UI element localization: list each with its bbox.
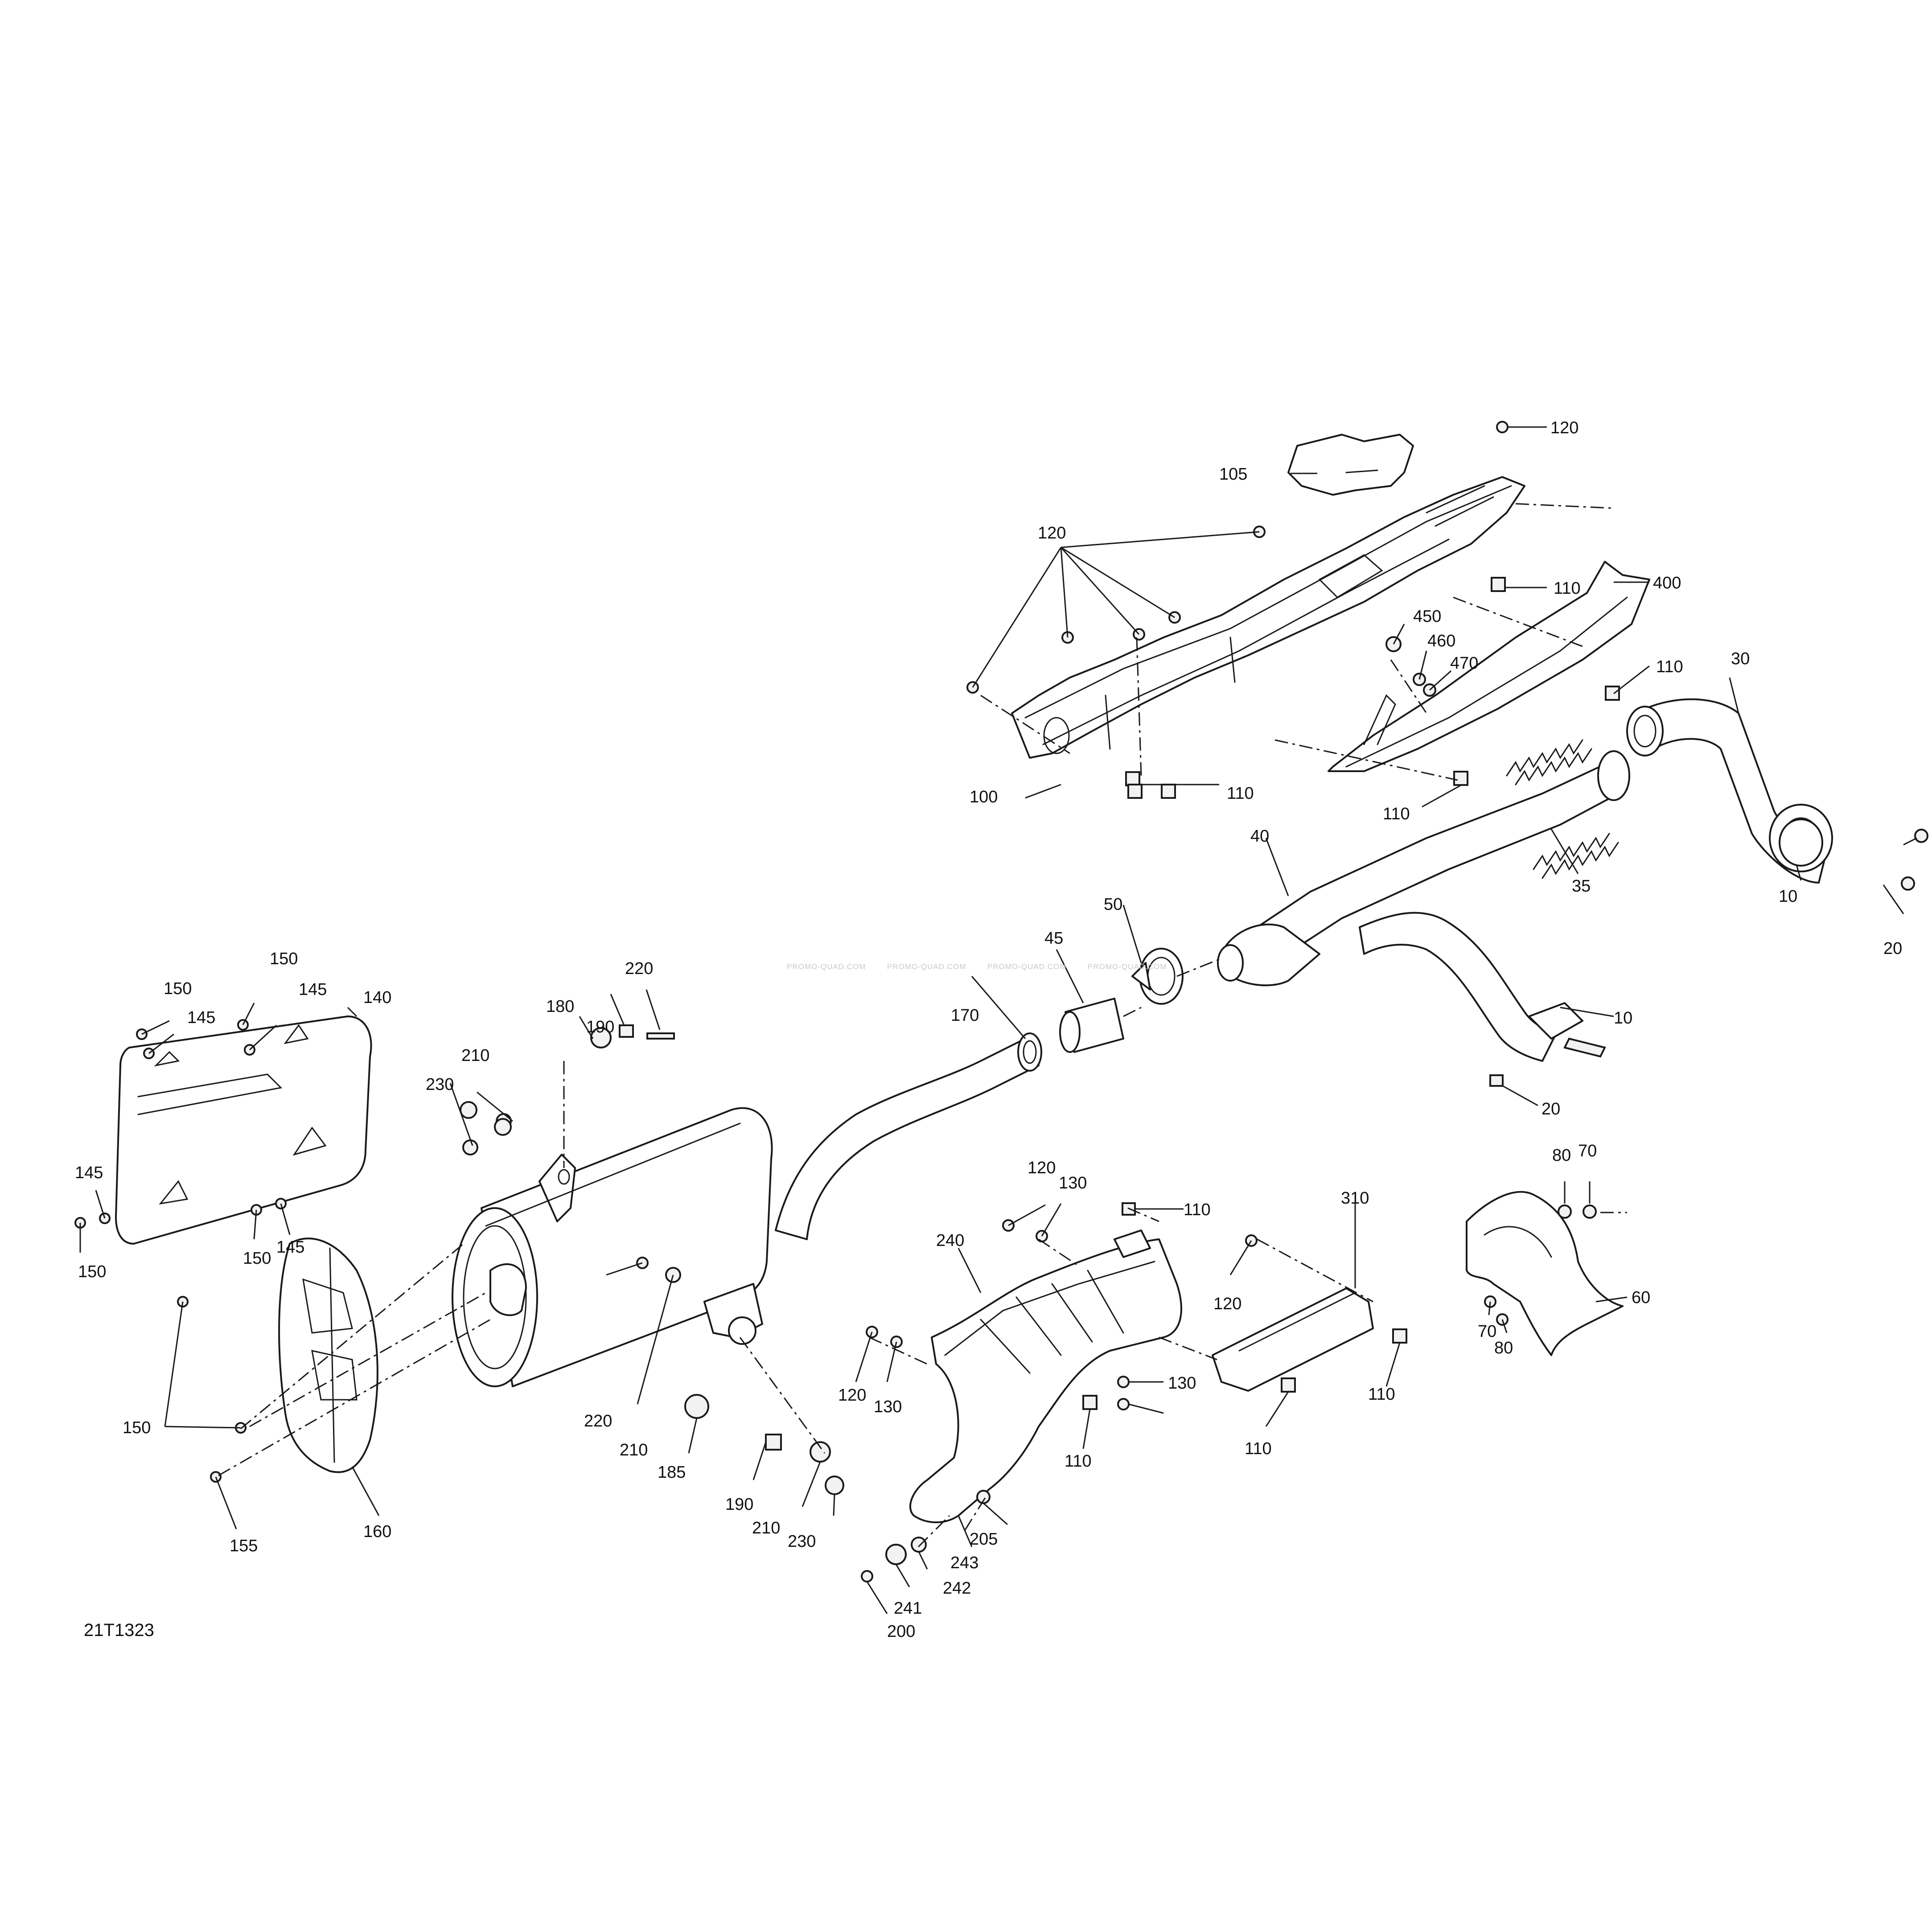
callout-185: 185 bbox=[658, 1463, 686, 1482]
callout-110: 110 bbox=[1656, 658, 1683, 676]
callout-230: 230 bbox=[426, 1075, 454, 1094]
callout-110: 110 bbox=[1245, 1439, 1272, 1458]
callout-130: 130 bbox=[1059, 1174, 1087, 1192]
callout-10: 10 bbox=[1614, 1009, 1632, 1028]
callout-130: 130 bbox=[874, 1398, 902, 1416]
part-35-springs bbox=[1506, 739, 1619, 879]
callout-110: 110 bbox=[1065, 1452, 1092, 1471]
callout-labels: 10 10 20 20 30 35 40 45 50 60 70 70 80 8… bbox=[75, 419, 1902, 1641]
callout-150: 150 bbox=[164, 979, 192, 998]
callout-145: 145 bbox=[276, 1238, 304, 1257]
callout-110: 110 bbox=[1383, 805, 1410, 823]
callout-155: 155 bbox=[230, 1537, 258, 1555]
callout-160: 160 bbox=[363, 1522, 391, 1541]
callout-210: 210 bbox=[461, 1046, 489, 1065]
callout-450: 450 bbox=[1413, 607, 1441, 626]
callout-400: 400 bbox=[1653, 574, 1681, 592]
part-240-lower-heat-shield bbox=[909, 1229, 1182, 1523]
part-30-head-pipe bbox=[1626, 698, 1833, 884]
callout-242: 242 bbox=[943, 1579, 971, 1598]
watermark-text: PROMO-QUAD.COM bbox=[1088, 962, 1167, 971]
callout-220: 220 bbox=[625, 959, 653, 978]
callout-120: 120 bbox=[1028, 1159, 1056, 1177]
callout-70: 70 bbox=[1478, 1322, 1496, 1341]
callout-210: 210 bbox=[752, 1519, 780, 1537]
watermark-text: PROMO-QUAD.COM bbox=[787, 962, 866, 971]
watermark: PROMO-QUAD.COM PROMO-QUAD.COM PROMO-QUAD… bbox=[787, 962, 1167, 971]
callout-120: 120 bbox=[838, 1386, 866, 1405]
part-45-sleeve bbox=[1059, 998, 1124, 1053]
callout-145: 145 bbox=[299, 980, 327, 999]
callout-45: 45 bbox=[1044, 929, 1063, 948]
callout-50: 50 bbox=[1104, 895, 1122, 914]
callout-110: 110 bbox=[1368, 1385, 1395, 1404]
watermark-text: PROMO-QUAD.COM bbox=[987, 962, 1066, 971]
callout-310: 310 bbox=[1341, 1189, 1369, 1208]
part-50-clamp bbox=[1131, 948, 1184, 1005]
callout-220: 220 bbox=[584, 1412, 612, 1431]
callout-60: 60 bbox=[1632, 1288, 1650, 1307]
callout-100: 100 bbox=[970, 788, 998, 806]
callout-170: 170 bbox=[951, 1006, 979, 1025]
part-160-end-cap bbox=[278, 1237, 378, 1473]
callout-470: 470 bbox=[1450, 654, 1478, 673]
callout-105: 105 bbox=[1219, 465, 1247, 484]
callout-110: 110 bbox=[1184, 1200, 1211, 1219]
callout-40: 40 bbox=[1250, 827, 1269, 846]
watermark-text: PROMO-QUAD.COM bbox=[887, 962, 966, 971]
part-muffler bbox=[452, 1107, 773, 1387]
callout-30: 30 bbox=[1731, 649, 1750, 668]
callout-241: 241 bbox=[894, 1599, 922, 1618]
callout-110: 110 bbox=[1227, 784, 1254, 803]
callout-70: 70 bbox=[1578, 1142, 1597, 1160]
callout-180: 180 bbox=[546, 997, 574, 1016]
callout-240: 240 bbox=[936, 1231, 964, 1250]
callout-145: 145 bbox=[187, 1008, 215, 1027]
part-310-bracket bbox=[1212, 1287, 1374, 1392]
callout-230: 230 bbox=[788, 1532, 816, 1551]
callout-110: 110 bbox=[1554, 579, 1581, 598]
callout-205: 205 bbox=[970, 1530, 998, 1549]
part-60-side-shield bbox=[1466, 1191, 1624, 1356]
callout-130: 130 bbox=[1168, 1374, 1196, 1393]
callout-200: 200 bbox=[887, 1622, 915, 1641]
callout-190: 190 bbox=[725, 1495, 753, 1514]
callout-140: 140 bbox=[363, 988, 391, 1007]
callout-190: 190 bbox=[586, 1018, 614, 1036]
callout-35: 35 bbox=[1572, 877, 1591, 896]
callout-120: 120 bbox=[1550, 419, 1578, 437]
part-40-mid-pipe bbox=[1217, 750, 1630, 1062]
callout-150: 150 bbox=[243, 1249, 271, 1268]
callout-80: 80 bbox=[1494, 1339, 1513, 1357]
callout-20: 20 bbox=[1883, 939, 1902, 958]
callout-150: 150 bbox=[78, 1262, 106, 1281]
callout-20: 20 bbox=[1541, 1100, 1560, 1118]
callout-120: 120 bbox=[1213, 1295, 1241, 1313]
hardware bbox=[74, 421, 1928, 1583]
diagram-reference: 21T1323 bbox=[84, 1620, 154, 1640]
part-170-tail-pipe bbox=[775, 1032, 1042, 1240]
part-105-shield-plate bbox=[1287, 434, 1414, 496]
callout-460: 460 bbox=[1427, 632, 1455, 650]
callout-80: 80 bbox=[1552, 1146, 1571, 1165]
callout-243: 243 bbox=[950, 1554, 978, 1572]
callout-150: 150 bbox=[270, 950, 298, 968]
part-140-rear-heat-shield bbox=[115, 1015, 372, 1245]
callout-145: 145 bbox=[75, 1163, 103, 1182]
part-100-upper-heat-shield bbox=[1011, 476, 1525, 759]
callout-120: 120 bbox=[1038, 524, 1066, 543]
assembly-lines bbox=[218, 503, 1627, 1548]
leader-lines bbox=[79, 426, 1917, 1614]
callout-10: 10 bbox=[1779, 887, 1797, 906]
callout-210: 210 bbox=[620, 1441, 648, 1459]
callout-150: 150 bbox=[123, 1418, 151, 1437]
